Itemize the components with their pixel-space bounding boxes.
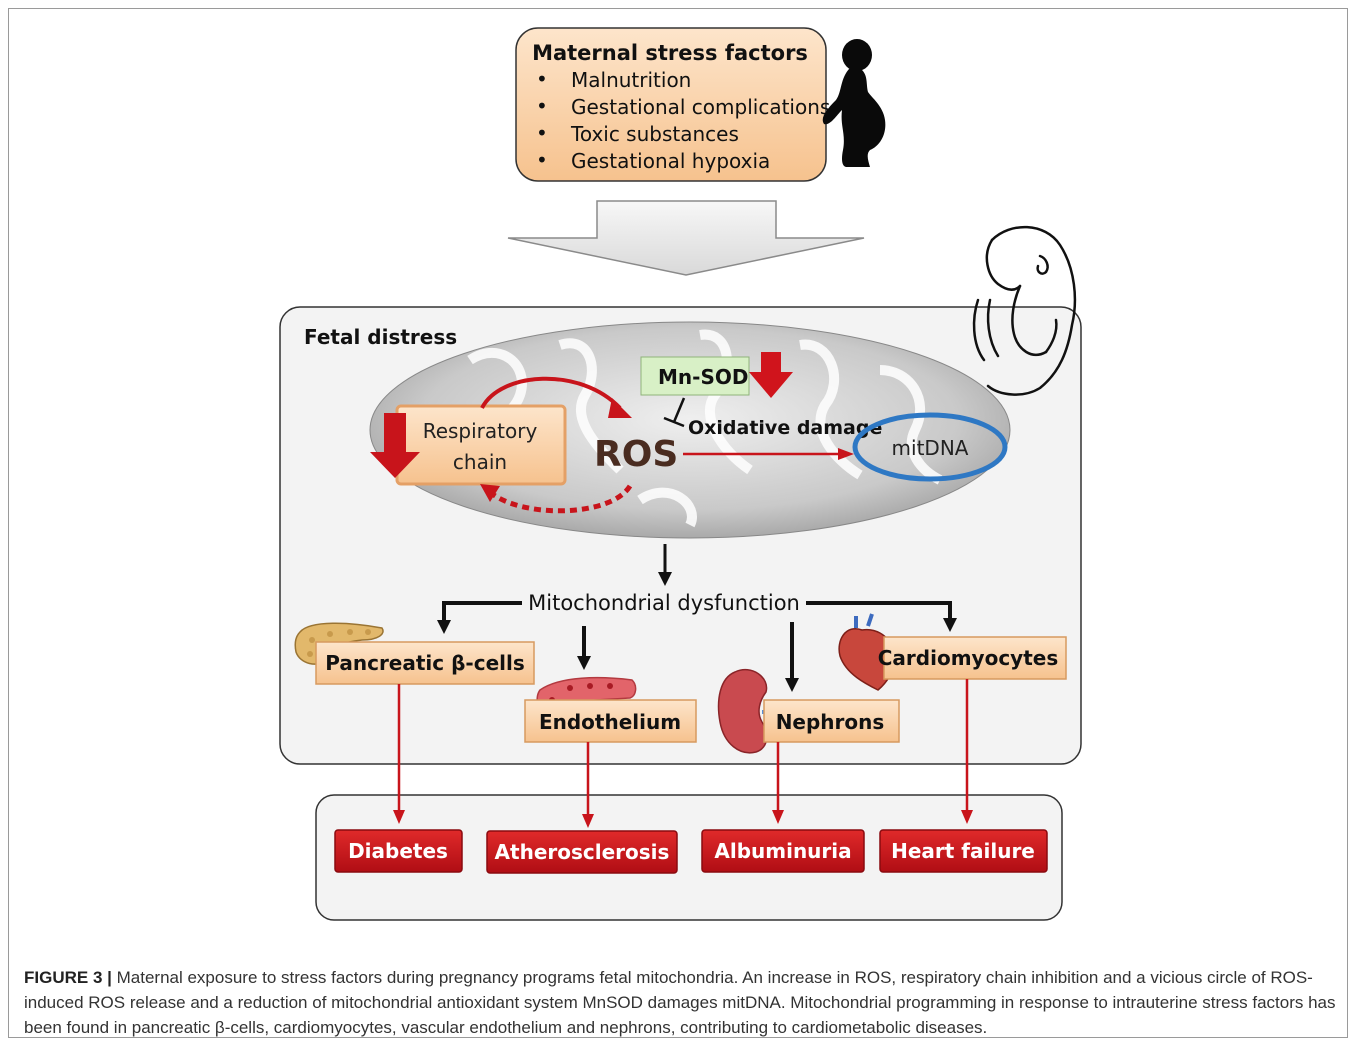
ros-feedback-arrow-head — [480, 484, 500, 502]
maternal-item-gestational-hypoxia: Gestational hypoxia — [571, 149, 770, 173]
figure-caption: FIGURE 3 | Maternal exposure to stress f… — [24, 965, 1340, 1040]
mitochondrial-dysfunction-label: Mitochondrial dysfunction — [528, 591, 800, 615]
branch-arrow-heads — [437, 618, 957, 692]
mn-sod-label: Mn-SOD — [658, 365, 748, 389]
ros-curved-arrow-head — [608, 398, 632, 418]
outcome-heart-failure-label: Heart failure — [891, 839, 1035, 863]
outcome-arrow-heads — [393, 810, 973, 828]
outcome-diabetes-box — [334, 829, 463, 873]
target-endothelium-box — [524, 699, 697, 743]
diagram: Maternal stress factors • Malnutrition •… — [279, 27, 1082, 921]
mitdna-label: mitDNA — [892, 436, 969, 460]
oxidative-damage-label: Oxidative damage — [688, 417, 882, 439]
fetus-outline-icon — [972, 225, 1077, 396]
respiratory-chain-label-line1: Respiratory — [423, 419, 538, 443]
caption-label: FIGURE 3 | — [24, 968, 112, 987]
outcome-diabetes-label: Diabetes — [348, 839, 448, 863]
target-cardiomyocytes-box — [883, 636, 1067, 680]
bullet-dot: • — [536, 94, 548, 118]
arrow-to-dysfunction-head — [658, 572, 672, 586]
bullet-dot: • — [536, 67, 548, 91]
maternal-item-gestational-complications: Gestational complications — [571, 95, 830, 119]
outcome-albuminuria-label: Albuminuria — [714, 839, 851, 863]
target-cardiomyocytes-label: Cardiomyocytes — [878, 646, 1059, 670]
target-nephrons-box — [763, 699, 900, 743]
target-endothelium-label: Endothelium — [539, 710, 681, 734]
caption-text: Maternal exposure to stress factors duri… — [24, 968, 1336, 1037]
figure-frame — [8, 8, 1348, 1038]
branch-lines — [442, 601, 952, 680]
outcome-atherosclerosis-box — [486, 830, 678, 874]
oxidative-damage-arrow-head — [838, 448, 854, 460]
ros-feedback-dashed-arrow — [488, 484, 633, 514]
outcome-heart-failure-box — [879, 829, 1048, 873]
ros-curved-arrow — [480, 376, 622, 410]
outcome-atherosclerosis-label: Atherosclerosis — [495, 840, 670, 864]
target-nephrons-label: Nephrons — [776, 710, 885, 734]
inhibition-mark — [663, 397, 686, 428]
maternal-stress-box: Maternal stress factors • Malnutrition •… — [515, 27, 830, 182]
fetal-distress-title: Fetal distress — [304, 325, 457, 349]
respiratory-decrease-arrow — [370, 413, 420, 478]
outcome-arrows — [397, 679, 969, 816]
mn-sod-decrease-arrow — [749, 352, 793, 398]
bullet-dot: • — [536, 121, 548, 145]
outcomes-box — [315, 794, 1063, 921]
maternal-title: Maternal stress factors — [532, 41, 808, 65]
ros-label: ROS — [594, 434, 678, 475]
outcome-albuminuria-box — [701, 829, 865, 873]
maternal-item-toxic-substances: Toxic substances — [570, 122, 739, 146]
target-pancreatic-label: Pancreatic β-cells — [325, 651, 525, 675]
maternal-item-malnutrition: Malnutrition — [571, 68, 691, 92]
big-down-arrow — [507, 200, 865, 276]
respiratory-chain-label-line2: chain — [453, 450, 507, 474]
mn-sod-box — [640, 356, 750, 396]
pregnant-woman-silhouette-icon — [822, 39, 886, 167]
bullet-dot: • — [536, 148, 548, 172]
mitdna-ring — [852, 412, 1008, 482]
target-pancreatic-box — [315, 641, 535, 685]
